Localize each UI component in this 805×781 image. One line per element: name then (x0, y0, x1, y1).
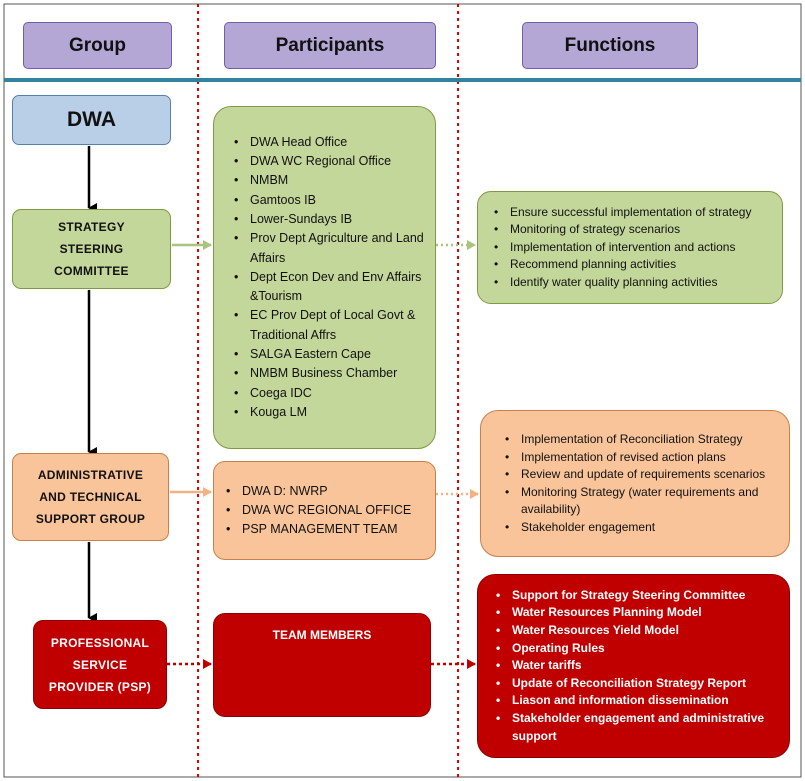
list-item: Kouga LM (232, 403, 425, 423)
list-item: PSP MANAGEMENT TEAM (224, 520, 411, 540)
dwa-box: DWA (12, 95, 171, 145)
list-item: Implementation of Reconciliation Strateg… (503, 431, 775, 449)
list-item: DWA WC Regional Office (232, 152, 425, 172)
list-item: EC Prov Dept of Local Govt & Traditional… (232, 306, 425, 345)
admin-functions-box: Implementation of Reconciliation Strateg… (480, 410, 790, 557)
list-item: Recommend planning activities (492, 256, 751, 274)
dwa-label: DWA (67, 108, 116, 131)
admin-support-group-box: ADMINISTRATIVE AND TECHNICAL SUPPORT GRO… (12, 453, 169, 541)
admin-participants-box: DWA D: NWRPDWA WC REGIONAL OFFICEPSP MAN… (213, 461, 436, 560)
outer-frame (3, 3, 802, 778)
admin-participants-list: DWA D: NWRPDWA WC REGIONAL OFFICEPSP MAN… (224, 482, 411, 540)
psp-label: PROFESSIONAL SERVICE PROVIDER (PSP) (48, 635, 152, 694)
header-participants-label: Participants (275, 34, 385, 56)
steering-committee-box: STRATEGY STEERING COMMITTEE (12, 209, 171, 289)
list-item: Dept Econ Dev and Env Affairs &Tourism (232, 268, 425, 307)
psp-functions-list: Support for Strategy Steering CommitteeW… (494, 587, 779, 745)
list-item: Monitoring of strategy scenarios (492, 221, 751, 239)
psp-box: PROFESSIONAL SERVICE PROVIDER (PSP) (33, 620, 167, 709)
psp-participants-box: TEAM MEMBERS (213, 613, 431, 717)
list-item: Ensure successful implementation of stra… (492, 204, 751, 222)
list-item: DWA WC REGIONAL OFFICE (224, 501, 411, 521)
admin-functions-list: Implementation of Reconciliation Strateg… (503, 431, 775, 536)
list-item: Water Resources Yield Model (494, 622, 779, 640)
list-item: DWA D: NWRP (224, 482, 411, 502)
steering-functions-box: Ensure successful implementation of stra… (477, 191, 783, 304)
list-item: Identify water quality planning activiti… (492, 274, 751, 292)
list-item: NMBM Business Chamber (232, 364, 425, 384)
header-group: Group (23, 22, 172, 69)
list-item: SALGA Eastern Cape (232, 345, 425, 365)
list-item: Review and update of requirements scenar… (503, 466, 775, 484)
list-item: Update of Reconciliation Strategy Report (494, 675, 779, 693)
list-item: Water Resources Planning Model (494, 604, 779, 622)
list-item: DWA Head Office (232, 133, 425, 153)
psp-team-members-label: TEAM MEMBERS (272, 628, 372, 642)
list-item: Water tariffs (494, 657, 779, 675)
header-group-label: Group (69, 34, 126, 56)
list-item: Gamtoos IB (232, 191, 425, 211)
list-item: Operating Rules (494, 640, 779, 658)
header-functions: Functions (522, 22, 698, 69)
list-item: Coega IDC (232, 384, 425, 404)
header-separator (4, 78, 801, 82)
list-item: Prov Dept Agriculture and Land Affairs (232, 229, 425, 268)
steering-functions-list: Ensure successful implementation of stra… (492, 204, 751, 292)
list-item: Monitoring Strategy (water requirements … (503, 484, 775, 519)
list-item: NMBM (232, 171, 425, 191)
list-item: Stakeholder engagement (503, 519, 775, 537)
list-item: Support for Strategy Steering Committee (494, 587, 779, 605)
list-item: Implementation of revised action plans (503, 449, 775, 467)
list-item: Lower-Sundays IB (232, 210, 425, 230)
steering-committee-label: STRATEGY STEERING COMMITTEE (54, 220, 129, 278)
steering-participants-list: DWA Head OfficeDWA WC Regional OfficeNMB… (232, 133, 425, 423)
list-item: Liason and information dissemination (494, 692, 779, 710)
psp-functions-box: Support for Strategy Steering CommitteeW… (477, 574, 790, 758)
steering-participants-box: DWA Head OfficeDWA WC Regional OfficeNMB… (213, 106, 436, 449)
list-item: Stakeholder engagement and administrativ… (494, 710, 779, 745)
header-participants: Participants (224, 22, 436, 69)
list-item: Implementation of intervention and actio… (492, 239, 751, 257)
admin-support-group-label: ADMINISTRATIVE AND TECHNICAL SUPPORT GRO… (35, 468, 146, 526)
header-functions-label: Functions (564, 34, 656, 56)
